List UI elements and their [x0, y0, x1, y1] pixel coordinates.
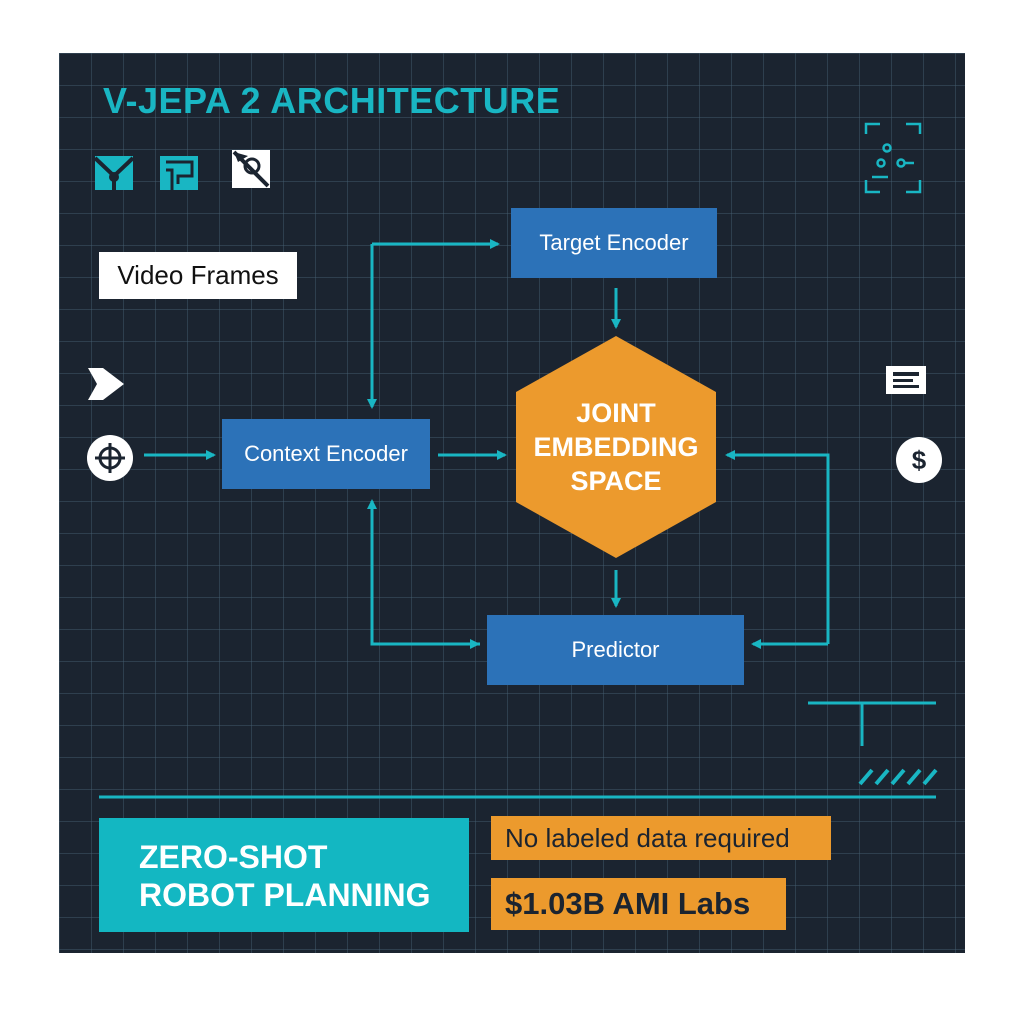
arrow-predictor-to-context — [367, 499, 480, 646]
crosshair-icon — [87, 435, 133, 481]
no-labels-tag: No labeled data required — [491, 816, 831, 860]
zero-shot-callout: ZERO-SHOT ROBOT PLANNING — [99, 818, 469, 932]
context-encoder-box: Context Encoder — [222, 419, 430, 489]
diagram-board — [59, 53, 965, 953]
dollar-glyph: $ — [911, 444, 927, 475]
network-node-icon — [93, 156, 135, 190]
zero-shot-text: ZERO-SHOT ROBOT PLANNING — [139, 839, 431, 913]
funding-tag: $1.03B AMI Labs — [491, 878, 786, 930]
arrow-right-icon — [88, 368, 124, 400]
hatch-marks-icon — [858, 768, 938, 786]
circuit-icon — [160, 156, 198, 190]
page-title: V-JEPA 2 ARCHITECTURE — [103, 80, 561, 121]
target-encoder-box: Target Encoder — [511, 208, 717, 278]
joint-embedding-label: JOINT EMBEDDING SPACE — [533, 398, 699, 496]
scan-frame-icon — [864, 122, 922, 194]
arrow-feedback-to-joint — [725, 450, 830, 644]
video-frames-label: Video Frames — [99, 252, 297, 299]
document-icon — [886, 366, 926, 394]
dollar-icon: $ — [896, 437, 942, 483]
cursor-node-icon — [232, 150, 270, 188]
predictor-box: Predictor — [487, 615, 744, 685]
tee-marker-icon — [808, 701, 936, 746]
joint-embedding-hexagon — [516, 336, 716, 558]
